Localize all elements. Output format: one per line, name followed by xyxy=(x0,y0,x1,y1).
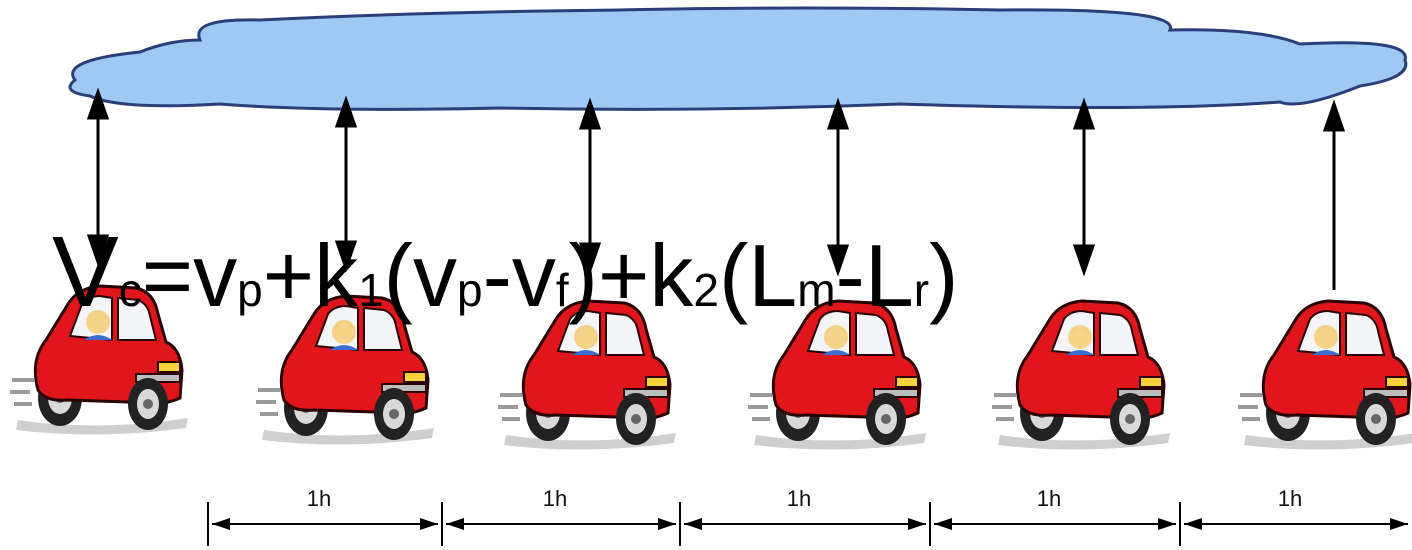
arrow-down-head-3 xyxy=(578,242,602,275)
interval-label-4: 1h xyxy=(1037,486,1061,511)
formula-sub-1: 1 xyxy=(358,264,384,316)
arrow-down-head-1 xyxy=(86,234,110,267)
interval-left-head-1 xyxy=(212,518,230,530)
interval-left-head-4 xyxy=(934,518,952,530)
formula-plus-k1: +k xyxy=(262,226,359,325)
signal-arrows xyxy=(86,87,1346,290)
formula-sub-2: 2 xyxy=(693,264,719,316)
interval-label-3: 1h xyxy=(787,486,811,511)
cloud xyxy=(68,6,1408,111)
interval-left-head-2 xyxy=(446,518,464,530)
interval-left-head-5 xyxy=(1184,518,1202,530)
formula-close: ) xyxy=(929,226,959,325)
formula-v: V xyxy=(52,216,119,328)
formula-minus-v: -v xyxy=(482,226,556,325)
formula-open-v: (v xyxy=(383,226,457,325)
formula-eq-v: =v xyxy=(141,226,238,325)
formula-sub-r: r xyxy=(913,264,930,316)
formula-sub-f: f xyxy=(555,264,569,316)
control-law-formula: Vc=vp+k1(vp-vf)+k2(Lm-Lr) xyxy=(52,222,958,322)
arrow-up-head-4 xyxy=(826,97,850,130)
interval-right-head-1 xyxy=(420,518,438,530)
formula-sub-c: c xyxy=(118,264,142,316)
arrow-down-head-5 xyxy=(1072,244,1096,277)
arrow-up-head-3 xyxy=(578,97,602,130)
arrow-up-head-5 xyxy=(1072,97,1096,130)
formula-minus-l: -L xyxy=(835,226,914,325)
interval-label-2: 1h xyxy=(543,486,567,511)
car-5 xyxy=(990,299,1172,452)
interval-right-head-4 xyxy=(1158,518,1176,530)
formula-open-l: (L xyxy=(718,226,798,325)
formula-sub-m: m xyxy=(797,264,836,316)
formula-sub-p: p xyxy=(237,264,263,316)
interval-left-head-3 xyxy=(684,518,702,530)
interval-right-head-2 xyxy=(658,518,676,530)
arrow-up-head-6 xyxy=(1322,99,1346,132)
formula-sub-p2: p xyxy=(456,264,483,316)
arrow-up-head-2 xyxy=(334,95,358,128)
arrow-down-head-4 xyxy=(826,244,850,277)
formula-close-plus-k2: )+k xyxy=(568,226,694,325)
arrow-down-head-2 xyxy=(334,240,358,273)
car-6 xyxy=(1236,299,1412,452)
arrow-up-head-1 xyxy=(86,87,110,120)
interval-label-5: 1h xyxy=(1278,486,1302,511)
time-intervals: 1h 1h 1h 1h 1h xyxy=(207,486,1408,546)
interval-right-head-3 xyxy=(908,518,926,530)
interval-right-head-5 xyxy=(1390,518,1408,530)
interval-label-1: 1h xyxy=(307,486,331,511)
